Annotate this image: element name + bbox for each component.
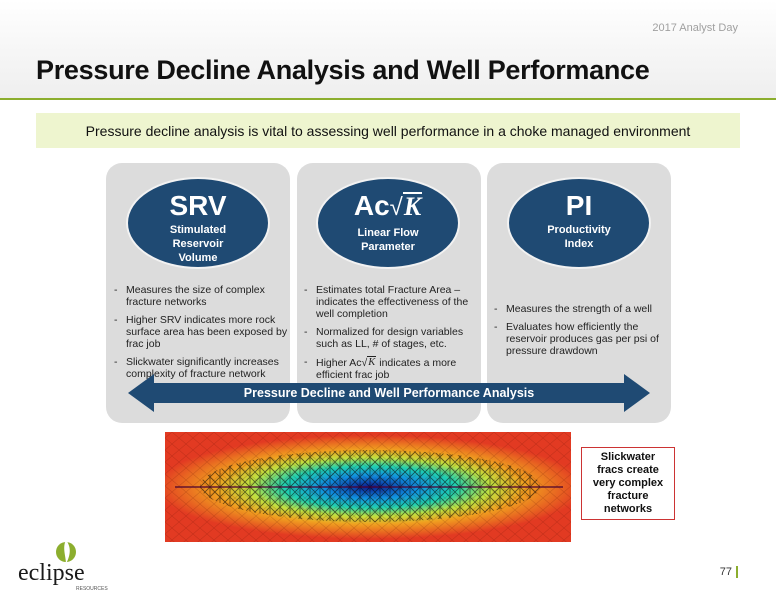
srv-caption: Stimulated Reservoir Volume [128,223,268,265]
subtitle-banner: Pressure decline analysis is vital to as… [36,113,740,148]
sqrt-symbol: √K [361,356,377,369]
pi-caption-line: Index [564,238,594,250]
pi-bullets: Measures the strength of a well Evaluate… [492,303,670,363]
callout-line: Slickwater [600,451,656,463]
list-item: Higher Ac√K indicates a more efficient f… [302,356,480,381]
header-divider [0,98,776,100]
ack-caption: Linear Flow Parameter [318,226,458,254]
list-item: Higher SRV indicates more rock surface a… [112,314,288,350]
header-band [0,0,776,100]
callout-line: networks [603,503,653,515]
slickwater-callout: Slickwater fracs create very complex fra… [581,447,675,520]
page-number: 77 [720,566,738,578]
srv-bullets: Measures the size of complex fracture ne… [112,284,288,386]
list-item: Measures the strength of a well [492,303,670,315]
srv-oval: SRV Stimulated Reservoir Volume [126,177,270,269]
pi-oval: PI Productivity Index [507,177,651,269]
sqrt-symbol: √K [389,192,423,221]
bullet-suffix: indicates a more efficient frac job [316,357,457,381]
pi-heading: PI [565,190,593,221]
fracture-heatmap-image [165,432,571,542]
srv-caption-line: Reservoir [172,238,224,250]
list-item: Slickwater significantly increases compl… [112,356,288,380]
arrow-label: Pressure Decline and Well Performance An… [243,386,535,400]
eclipse-logo: eclipse RESOURCES [18,540,108,592]
pi-caption: Productivity Index [509,223,649,251]
srv-caption-line: Stimulated [169,224,227,236]
srv-heading: SRV [169,190,227,221]
bullet-root: K [367,356,377,368]
callout-line: very complex [592,477,664,489]
list-item: Evaluates how efficiently the reservoir … [492,321,670,357]
ack-oval: Ac√K Linear Flow Parameter [316,177,460,269]
ack-formula: Ac√K [353,190,423,221]
srv-caption-line: Volume [178,252,218,264]
page-title: Pressure Decline Analysis and Well Perfo… [36,55,650,85]
bullet-prefix: Higher Ac [316,357,362,369]
ack-heading: Ac√K [318,192,458,220]
double-arrow [128,374,650,412]
logo-tagline: RESOURCES [76,586,108,592]
ack-heading-root: K [402,192,423,221]
callout-line: fracs create [597,464,659,476]
list-item: Normalized for design variables such as … [302,326,480,350]
ack-heading-prefix: Ac [353,190,390,221]
subtitle-text: Pressure decline analysis is vital to as… [85,122,691,139]
logo-wordmark: eclipse [18,560,85,586]
list-item: Estimates total Fracture Area – indicate… [302,284,480,320]
ack-caption-line: Linear Flow [357,227,419,239]
pi-caption-line: Productivity [547,224,611,236]
callout-line: fracture [607,490,649,502]
ack-bullets: Estimates total Fracture Area – indicate… [302,284,480,387]
ack-caption-line: Parameter [361,241,415,253]
list-item: Measures the size of complex fracture ne… [112,284,288,308]
event-label: 2017 Analyst Day [652,22,738,34]
